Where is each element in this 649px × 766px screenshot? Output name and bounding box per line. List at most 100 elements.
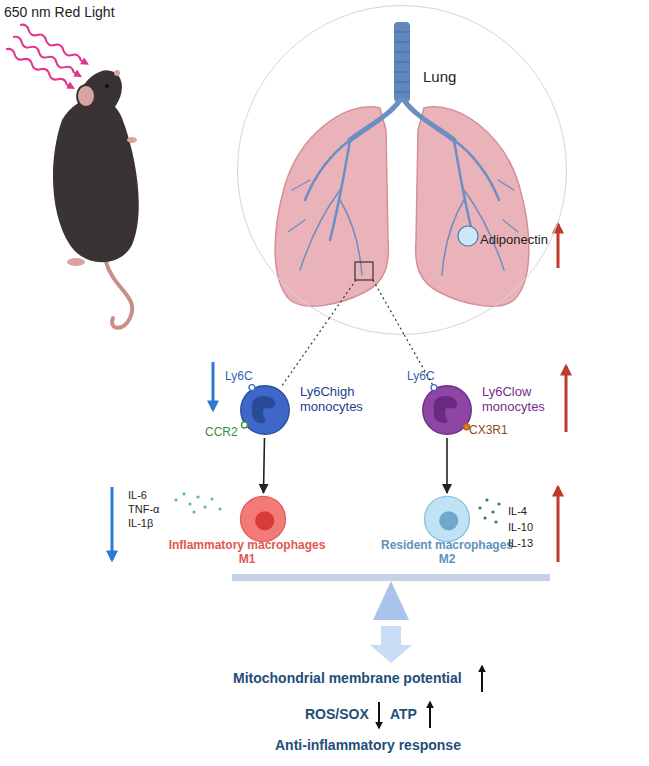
bronchiole (300, 190, 340, 270)
receptor-symbol (431, 385, 437, 391)
cytokine-dot (483, 516, 486, 519)
increase-arrow (481, 666, 483, 692)
cell-body (241, 386, 290, 435)
increase-arrow (565, 366, 568, 432)
cytokine-dots (478, 498, 500, 523)
bronchiole (454, 140, 499, 200)
cytokine-label: TNF-α (128, 503, 159, 516)
receptor-label: Ly6C (225, 370, 253, 384)
cell-body (424, 496, 469, 541)
mouse-foot (67, 258, 85, 266)
balance-fulcrum (373, 581, 409, 620)
bronchiole (340, 200, 362, 275)
trachea-ring (394, 92, 410, 93)
cytokine-dot (491, 510, 494, 513)
result-arrow (370, 626, 412, 663)
cytokine-dot (182, 492, 185, 495)
outcome-label: Mitochondrial membrane potential (233, 670, 462, 686)
right-lung (416, 107, 529, 306)
cell-outline (237, 493, 289, 545)
receptor-label: Ly6C (407, 370, 435, 384)
decrease-arrow (378, 702, 380, 728)
cytokine-dot (218, 507, 221, 510)
trachea-ring (394, 62, 410, 63)
receptor-symbol (464, 424, 470, 430)
cytokine-dot (210, 497, 213, 500)
receptor-symbol (241, 422, 247, 428)
cell-nucleus (255, 511, 274, 530)
cytokine-dot (485, 498, 488, 501)
increase-arrow (429, 702, 431, 728)
cell-label: Inflammatory macrophages M1 (162, 539, 332, 567)
cytokine-dots (174, 492, 221, 513)
monocyte-cell: Ly6CLy6Clow monocytesCX3R1 (419, 382, 475, 438)
trachea-ring (394, 52, 410, 53)
mouse-nose (114, 70, 120, 76)
receptor-symbol (249, 385, 255, 391)
organ-label: Lung (423, 68, 456, 85)
outcome-label: ATP (390, 706, 417, 722)
light-ray (12, 35, 82, 78)
cytokine-label: IL-13 (508, 537, 533, 550)
cytokine-label: IL-10 (508, 521, 533, 534)
trachea-ring (394, 42, 410, 43)
trachea-ring (394, 72, 410, 73)
cell-outline (419, 382, 475, 438)
left-lung (275, 107, 388, 306)
mouse-paw (127, 137, 137, 143)
cell-body (423, 386, 472, 435)
mouse-body (53, 98, 139, 262)
cell-nucleus (434, 396, 457, 423)
bronchus (404, 100, 454, 140)
balance-beam (232, 574, 550, 581)
increase-arrow (557, 487, 560, 562)
cytokine-dot (188, 502, 191, 505)
cytokine-dot (478, 506, 481, 509)
trachea-rings (394, 32, 410, 92)
differentiation-arrow (263, 438, 264, 493)
cell-label: Ly6Chigh monocytes (300, 385, 375, 415)
mouse-head (69, 62, 131, 128)
differentiation-arrow (446, 438, 448, 493)
light-rays (5, 23, 89, 91)
cell-outline (237, 382, 293, 438)
cell-body (240, 496, 285, 541)
receptor-label: CX3R1 (469, 424, 508, 438)
leader-line (373, 280, 404, 335)
light-ray (5, 47, 75, 90)
trachea-ring (394, 32, 410, 33)
mouse-tail (106, 262, 132, 328)
cytokine-dot (196, 495, 199, 498)
leader-line (329, 280, 356, 318)
bronchial-tree (288, 100, 518, 275)
cell-label: Ly6Clow monocytes (482, 385, 557, 415)
lung-illustration (275, 22, 529, 306)
cytokine-dot (203, 505, 206, 508)
monocyte-cell: Ly6CLy6Chigh monocytesCCR2 (237, 382, 293, 438)
lung-circle: LungAdiponectin (237, 5, 567, 335)
cytokine-dot (497, 502, 500, 505)
trachea (394, 22, 410, 102)
decrease-arrow (111, 487, 114, 560)
receptor-label: CCR2 (205, 426, 238, 440)
cell-outline (421, 493, 473, 545)
cytokine-label: IL-1β (128, 517, 153, 530)
cell-label: Resident macrophages M2 (377, 539, 517, 567)
mouse-ear (77, 85, 95, 107)
cytokine-dot (494, 520, 497, 523)
macrophage-cell: Inflammatory macrophages M1 (237, 493, 289, 545)
protein-label: Adiponectin (480, 233, 548, 248)
cytokine-label: IL-4 (508, 505, 527, 518)
mouse-illustration (53, 62, 139, 328)
cytokine-dot (174, 498, 177, 501)
mouse-eye (105, 84, 109, 88)
adiponectin-symbol (458, 226, 478, 246)
outcome-label: ROS/SOX (305, 706, 369, 722)
decrease-arrow (212, 362, 215, 410)
bronchiole (305, 140, 350, 200)
bronchiole (288, 180, 518, 232)
stimulus-label: 650 nm Red Light (4, 4, 115, 20)
cell-nucleus (439, 511, 458, 530)
